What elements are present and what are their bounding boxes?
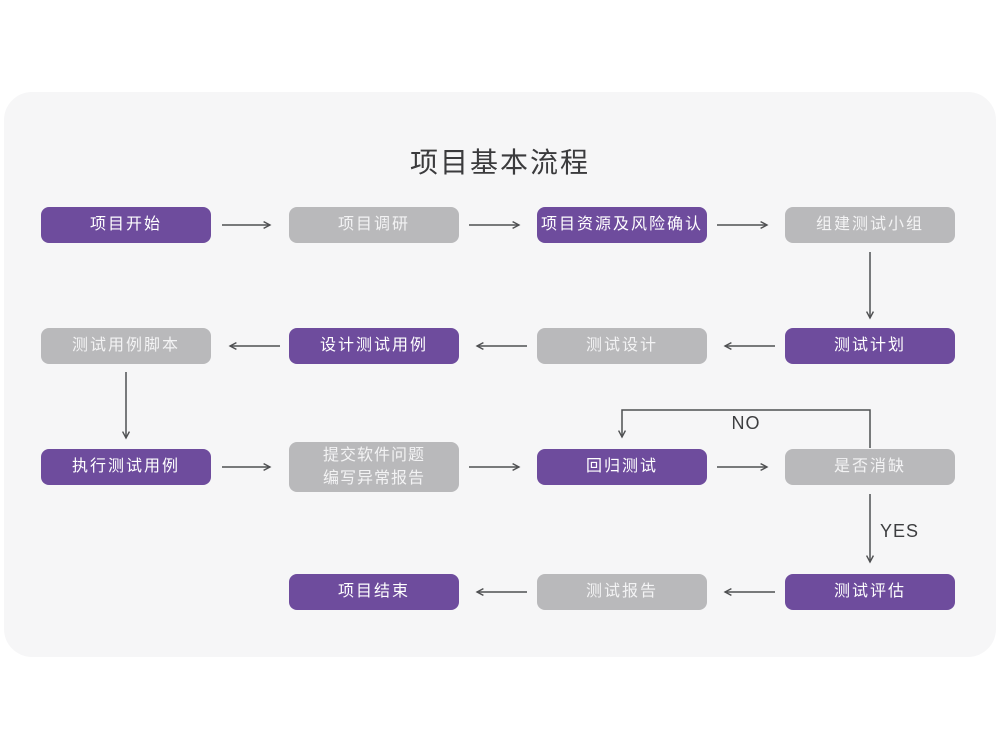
flow-node-project-research: 项目调研: [289, 207, 459, 243]
flow-node-regression-test: 回归测试: [537, 449, 707, 485]
flow-node-execute-cases: 执行测试用例: [41, 449, 211, 485]
flow-node-test-design: 测试设计: [537, 328, 707, 364]
flow-node-defect-cleared: 是否消缺: [785, 449, 955, 485]
flow-node-project-end: 项目结束: [289, 574, 459, 610]
edge-label-no: NO: [731, 413, 761, 433]
flow-node-resource-risk: 项目资源及风险确认: [537, 207, 707, 243]
page-title: 项目基本流程: [409, 147, 590, 178]
flow-node-test-evaluate: 测试评估: [785, 574, 955, 610]
flow-node-case-scripts: 测试用例脚本: [41, 328, 211, 364]
flow-node-test-report: 测试报告: [537, 574, 707, 610]
flow-node-test-plan: 测试计划: [785, 328, 955, 364]
flow-node-submit-issues: 提交软件问题 编写异常报告: [289, 442, 459, 492]
edge-label-yes: YES: [880, 521, 920, 541]
flow-node-project-start: 项目开始: [41, 207, 211, 243]
flow-node-design-cases: 设计测试用例: [289, 328, 459, 364]
flow-node-build-team: 组建测试小组: [785, 207, 955, 243]
flowchart-card: [4, 92, 996, 657]
